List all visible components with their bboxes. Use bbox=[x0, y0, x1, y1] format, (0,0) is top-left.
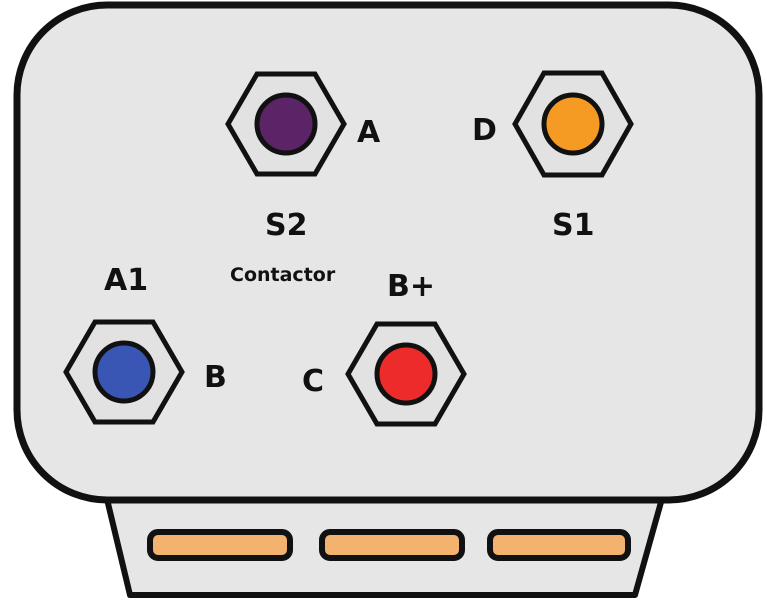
connector-slot-middle bbox=[319, 529, 465, 561]
device-label: Contactor bbox=[230, 264, 336, 286]
terminal-s1-post bbox=[541, 92, 605, 156]
connector-slot-left bbox=[147, 529, 293, 561]
terminal-s2-side-letter: A bbox=[357, 115, 381, 150]
terminal-bplus-side-letter: C bbox=[302, 364, 324, 399]
terminal-a1-post bbox=[92, 340, 156, 404]
terminal-bplus-label: B+ bbox=[387, 269, 435, 304]
terminal-s2-post bbox=[254, 92, 318, 156]
connector-slot-right bbox=[487, 529, 631, 561]
terminal-bplus-post bbox=[374, 342, 438, 406]
terminal-a1-side-letter: B bbox=[204, 360, 227, 395]
terminal-s2-label: S2 bbox=[265, 208, 307, 243]
terminal-s1-side-letter: D bbox=[472, 113, 497, 148]
terminal-s1-label: S1 bbox=[552, 208, 594, 243]
terminal-a1-label: A1 bbox=[104, 263, 148, 298]
